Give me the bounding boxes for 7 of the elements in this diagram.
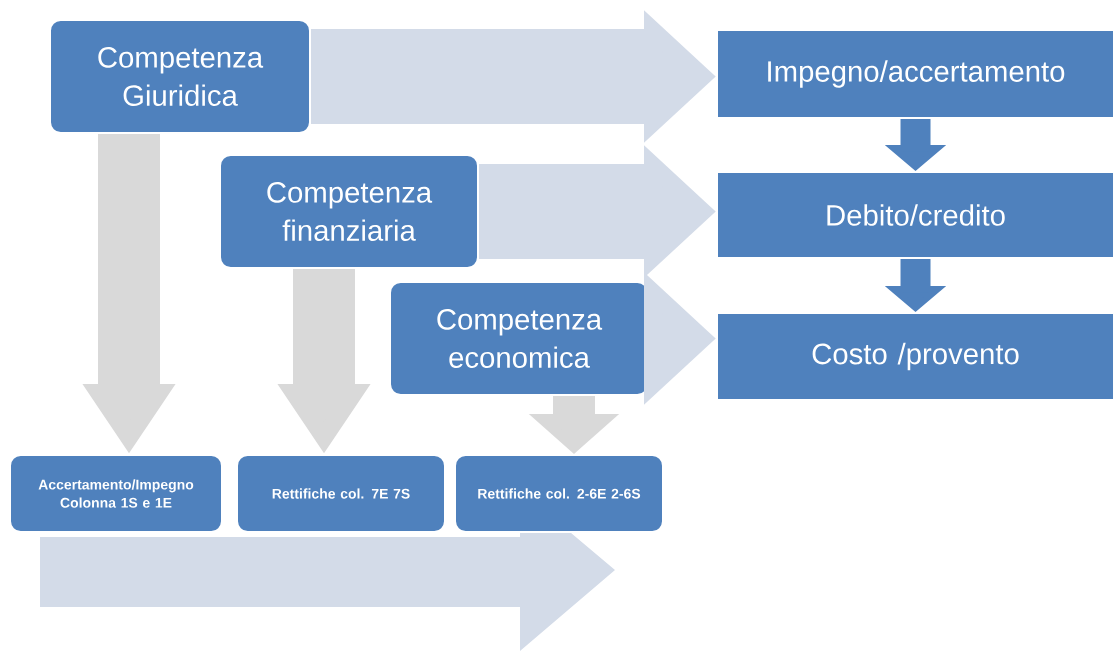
process-box: Accertamento/Impegno Colonna 1S e 1E — [9, 454, 223, 533]
step-box: Impegno/accertamento — [716, 29, 1114, 119]
process-box: Competenza Giuridica — [49, 19, 311, 134]
process-box: Competenza finanziaria — [219, 154, 479, 269]
process-box: Rettifiche col. 2-6E 2-6S — [454, 454, 664, 533]
process-box: Rettifiche col. 7E 7S — [236, 454, 446, 533]
process-box: Competenza economica — [389, 281, 649, 396]
